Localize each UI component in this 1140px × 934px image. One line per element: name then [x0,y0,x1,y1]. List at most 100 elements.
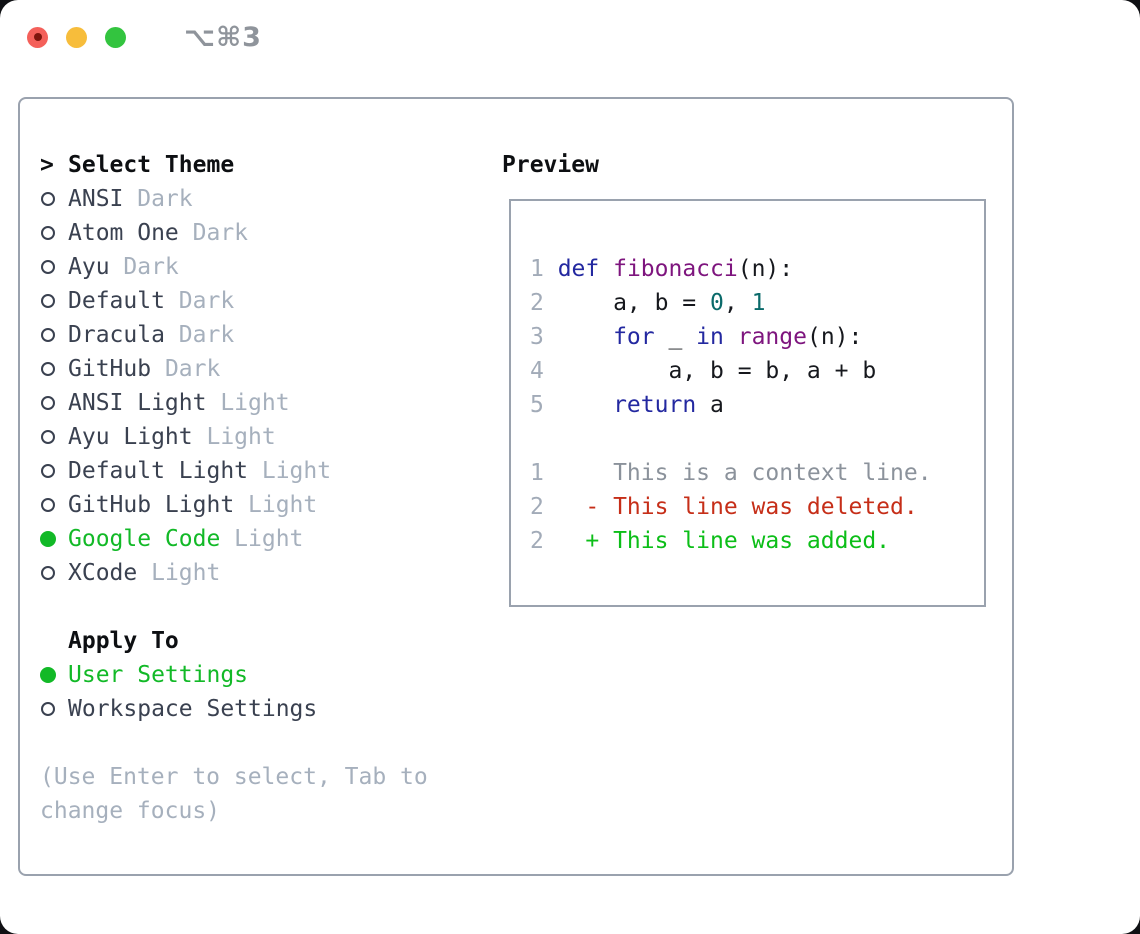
option-label: Atom One [68,220,179,246]
option-variant-label: Light [220,390,290,416]
radio-unselected-icon [40,294,68,308]
option-label: Ayu Light [68,424,193,450]
option-variant-label: Light [151,560,221,586]
option-label: Default [68,288,165,314]
radio-selected-icon [40,531,68,547]
line-number: 2 [530,290,544,316]
option-variant-label: Dark [164,356,221,382]
code-line: 5 return a [530,388,984,422]
code-token-plain [558,392,613,418]
preview-label: Preview [502,152,599,178]
theme-option[interactable]: Ayu Dark [40,250,480,284]
theme-option[interactable]: ANSI Light Light [40,386,480,420]
option-label: Dracula [68,322,165,348]
option-label: ANSI [68,186,124,212]
preview-header: Preview [502,148,994,182]
apply-to-header: Apply To [40,624,480,658]
theme-option[interactable]: ANSI Dark [40,182,480,216]
radio-selected-icon [40,667,68,683]
code-token-ctx: This is a context line. [557,460,932,486]
line-number: 2 [530,528,544,554]
code-line [530,422,984,456]
code-token-fn: fibonacci [613,256,738,282]
code-token-kw: def [557,256,600,282]
window-title: ⌥⌘3 [184,21,262,53]
line-number: 4 [530,358,544,384]
line-number: 3 [530,324,544,350]
radio-unselected-icon [40,498,68,512]
select-theme-label: Select Theme [68,152,235,178]
theme-option[interactable]: Atom One Dark [40,216,480,250]
theme-option[interactable]: Dracula Dark [40,318,480,352]
traffic-light-close-button[interactable] [27,26,48,48]
radio-unselected-icon [40,702,68,716]
code-token-plain: (n): [737,256,794,282]
option-variant-label: Dark [123,254,179,280]
traffic-light-zoom-button[interactable] [105,26,126,48]
code-token-plain: , [723,290,752,316]
code-token-lit: 0 [710,290,724,316]
code-token-plain: a, b = [557,290,711,316]
option-variant-label: Dark [137,186,193,212]
code-token-add: + This line was added. [557,528,891,554]
radio-unselected-icon [40,226,68,240]
theme-option[interactable]: Default Light Light [40,454,480,488]
code-token-kw: in [696,324,724,350]
apply-to-option[interactable]: Workspace Settings [40,692,480,726]
code-line: 2 - This line was deleted. [530,490,984,524]
radio-unselected-icon [40,430,68,444]
option-label: XCode [68,560,138,586]
option-variant-label: Dark [192,220,249,246]
code-token-kw: for [613,324,655,350]
code-line: 2 + This line was added. [530,524,984,558]
code-line: 1 This is a context line. [530,456,984,490]
radio-unselected-icon [40,566,68,580]
option-label: GitHub [68,356,152,382]
code-token-plain: (n): [806,324,863,350]
selection-chevron-icon: > [40,152,54,178]
code-token-kw: return [613,392,697,418]
option-label: Workspace Settings [68,696,318,722]
code-token-plain [599,256,613,282]
option-variant-label: Light [248,492,318,518]
option-label: ANSI Light [68,390,207,416]
code-token-plain: a, b = b, a + b [557,358,877,384]
option-label: User Settings [68,662,249,688]
option-label: Default Light [68,458,249,484]
code-token-plain: a [696,392,724,418]
spacer [40,590,480,624]
radio-unselected-icon [40,328,68,342]
theme-option[interactable]: XCode Light [40,556,480,590]
theme-option[interactable]: GitHub Dark [40,352,480,386]
option-label: Ayu [68,254,110,280]
code-line: 3 for _ in range(n): [530,320,984,354]
option-variant-label: Dark [178,322,235,348]
traffic-light-inner-dot [33,33,42,41]
code-line: 4 a, b = b, a + b [530,354,984,388]
radio-unselected-icon [40,260,68,274]
option-variant-label: Light [206,424,276,450]
apply-to-option[interactable]: User Settings [40,658,480,692]
theme-option[interactable]: Ayu Light Light [40,420,480,454]
traffic-light-minimize-button[interactable] [66,26,87,48]
help-text: (Use Enter to select, Tab to change focu… [40,764,428,824]
code-token-plain [724,324,738,350]
option-variant-label: Light [261,458,332,484]
spacer [40,726,480,760]
line-number: 1 [530,460,544,486]
code-line: 2 a, b = 0, 1 [530,286,984,320]
apply-to-label: Apply To [68,628,179,654]
code-token-del: - This line was deleted. [557,494,918,520]
line-number: 5 [530,392,544,418]
